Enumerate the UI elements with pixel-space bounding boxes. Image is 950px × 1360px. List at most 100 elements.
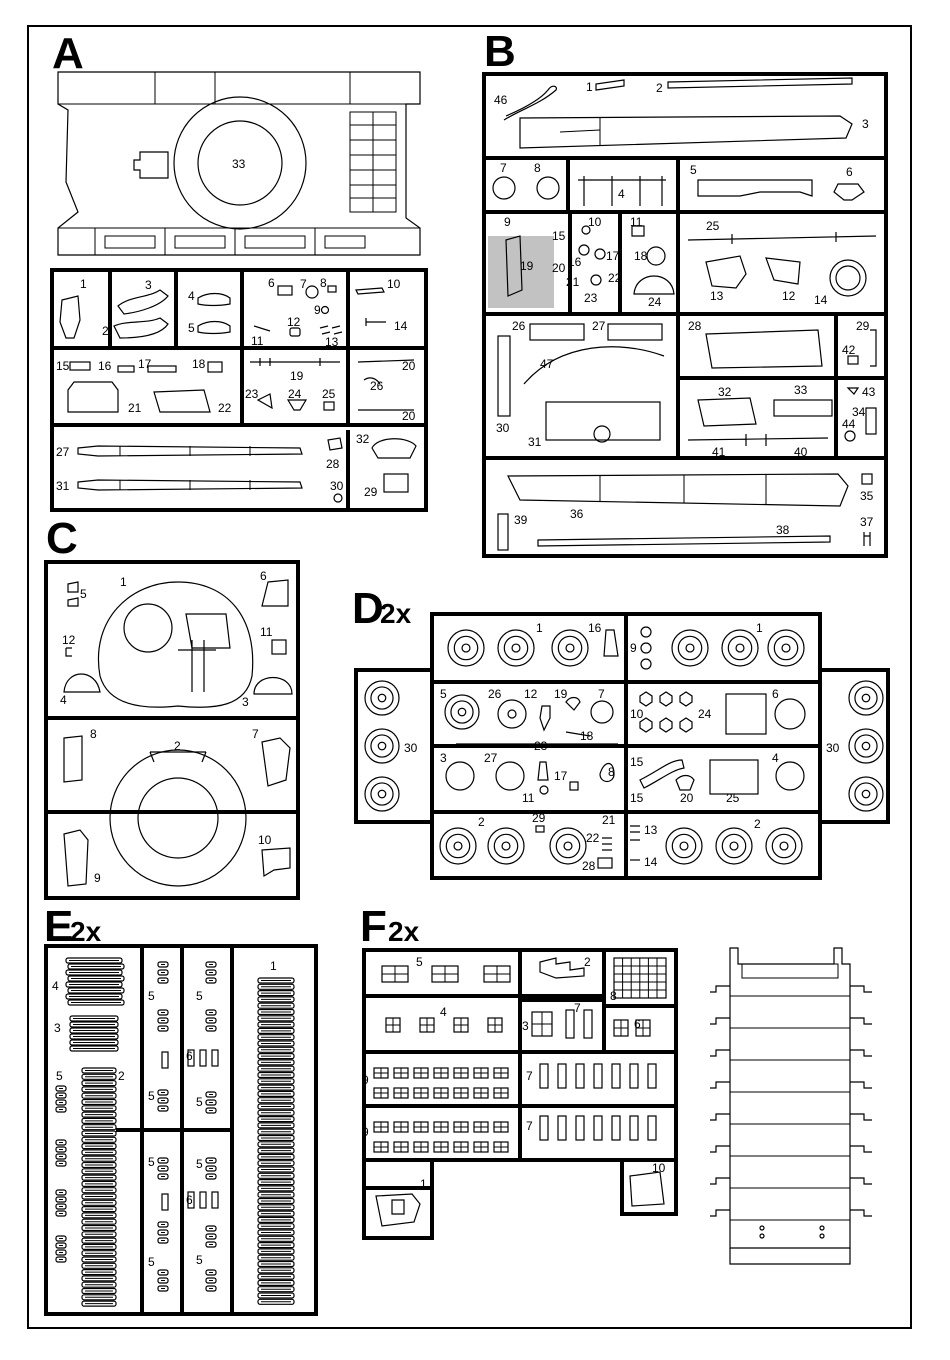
svg-text:7: 7: [526, 1069, 533, 1083]
svg-text:24: 24: [288, 387, 302, 401]
track-link-2: [81, 1098, 117, 1106]
track-link-4: [65, 957, 123, 964]
svg-text:41: 41: [712, 445, 726, 459]
svg-text:3: 3: [242, 695, 249, 709]
road-wheel-30: [848, 728, 884, 764]
svg-text:22: 22: [218, 401, 232, 415]
hull-bracket-right: [850, 1113, 872, 1121]
part-d-27: [495, 761, 525, 791]
svg-text:14: 14: [644, 855, 658, 869]
part-b-28: [705, 329, 823, 369]
sprue-d-multiplier: 2x: [380, 598, 412, 629]
track-link-2: [81, 1205, 117, 1213]
track-link-5: [205, 1009, 217, 1016]
hull-bracket-right: [850, 1209, 872, 1217]
track-link-5: [157, 1097, 169, 1104]
svg-text:2: 2: [174, 739, 181, 753]
part-a-10: [355, 287, 385, 295]
part-f-9: [393, 1067, 409, 1079]
svg-text:32: 32: [718, 385, 732, 399]
part-f-7: [539, 1063, 549, 1089]
svg-text:10: 10: [258, 833, 272, 847]
track-link-5: [157, 961, 169, 968]
track-link-1: [257, 1160, 295, 1167]
part-b-17: [594, 248, 606, 260]
part-f-9: [413, 1121, 429, 1133]
part-f-5: [431, 965, 459, 983]
road-wheel: [671, 629, 709, 667]
part-b-35: [861, 473, 873, 485]
road-wheel-30: [848, 680, 884, 716]
road-wheel-30: [364, 728, 400, 764]
track-link-2: [81, 1237, 117, 1244]
svg-text:11: 11: [522, 791, 535, 805]
part-a-8: [305, 285, 319, 299]
track-link-2: [81, 1187, 117, 1194]
part-f-9: [453, 1121, 469, 1133]
svg-text:16: 16: [98, 359, 112, 373]
svg-text:8: 8: [608, 765, 615, 779]
part-f-7: [539, 1115, 549, 1141]
track-link-2: [81, 1092, 117, 1099]
track-link-5: [157, 1089, 169, 1096]
svg-text:6: 6: [260, 569, 267, 583]
svg-text:5: 5: [196, 1253, 203, 1267]
svg-text:9: 9: [314, 303, 321, 317]
svg-text:30: 30: [496, 421, 510, 435]
track-link-2: [81, 1086, 117, 1093]
track-link-1: [257, 1046, 295, 1053]
svg-text:2: 2: [102, 324, 109, 338]
svg-text:5: 5: [148, 1255, 155, 1269]
track-link-5: [55, 1235, 67, 1242]
part-b-24: [633, 275, 675, 295]
svg-text:12: 12: [782, 289, 796, 303]
track-link-1: [257, 1204, 295, 1211]
sprue-c-frame: [44, 560, 300, 900]
track-link-1: [257, 1084, 295, 1091]
track-link-1: [257, 1021, 295, 1028]
svg-text:9: 9: [630, 641, 637, 655]
svg-text:11: 11: [251, 334, 264, 348]
track-link-2: [81, 1218, 117, 1225]
track-link-1: [257, 1109, 295, 1116]
part-a-13: [319, 325, 343, 335]
svg-text:8: 8: [90, 727, 97, 741]
part-f-9: [373, 1141, 389, 1153]
track-link-5: [55, 1153, 67, 1160]
track-link-2: [81, 1275, 117, 1282]
track-link-4: [67, 999, 125, 1006]
svg-text:12: 12: [287, 315, 301, 329]
track-link-1: [257, 1178, 295, 1186]
track-link-2: [81, 1250, 117, 1257]
svg-text:19: 19: [290, 369, 304, 383]
sprue-b: B: [482, 27, 888, 558]
part-d-12: [539, 705, 551, 732]
part-a-12: [289, 327, 301, 337]
svg-text:34: 34: [852, 405, 866, 419]
svg-text:29: 29: [856, 319, 870, 333]
part-a-31: [77, 479, 303, 491]
part-f-7: [647, 1115, 657, 1141]
svg-text:15: 15: [56, 359, 70, 373]
part-b-43: [846, 387, 860, 395]
part-f-2: [539, 957, 585, 979]
part-a-1: [59, 295, 81, 339]
svg-text:21: 21: [128, 401, 142, 415]
part-f-7: [575, 1115, 585, 1141]
part-a-9: [320, 305, 330, 315]
hull-bottom-view: [710, 947, 872, 1265]
part-f-9: [473, 1087, 489, 1099]
track-link-1: [257, 1216, 295, 1224]
part-f-9: [453, 1141, 469, 1153]
part-b-25: [687, 232, 877, 244]
track-link-2: [81, 1262, 117, 1269]
svg-text:36: 36: [570, 507, 584, 521]
track-link-5: [157, 977, 169, 984]
track-link-2: [81, 1243, 117, 1251]
svg-text:5: 5: [440, 687, 447, 701]
part-a-26: [363, 377, 381, 385]
svg-text:23: 23: [534, 739, 548, 753]
svg-text:15: 15: [552, 229, 566, 243]
track-link-4: [65, 981, 123, 988]
